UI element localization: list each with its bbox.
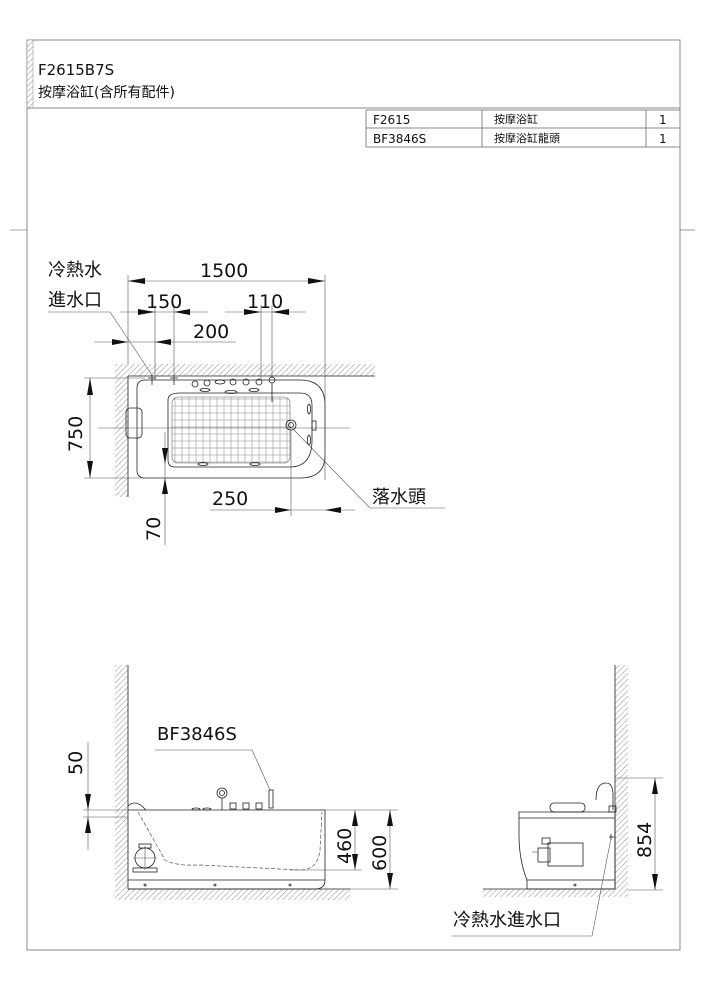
dim-width: 750 [65, 416, 87, 452]
dim-edge-offset: 70 [143, 517, 165, 541]
part-code: F2615 [373, 113, 410, 127]
plan-view: 1500 150 110 200 冷熱水 進水口 750 70 [48, 260, 445, 545]
back-wall [115, 364, 375, 376]
tub-outline [136, 379, 326, 479]
dim-rim: 50 [65, 751, 87, 775]
header-accent-bar [26, 39, 34, 109]
anti-slip-grid [171, 396, 291, 464]
tub-side-outline [128, 809, 326, 890]
floor [483, 889, 628, 897]
part-qty: 1 [659, 113, 667, 127]
dim-inlet-spacing: 150 [146, 291, 182, 313]
tub-end-outline [518, 811, 616, 890]
sheet-frame [26, 39, 681, 951]
part-qty: 1 [659, 132, 667, 146]
faucet-label: BF3846S [157, 724, 237, 745]
dim-inlet-height: 854 [634, 822, 656, 858]
part-name: 按摩浴缸龍頭 [494, 131, 560, 145]
side-wall [115, 364, 128, 497]
headrest [125, 407, 143, 439]
pump-motor [132, 843, 158, 873]
pump-motor [532, 837, 584, 867]
parts-table: F2615 按摩浴缸 1 BF3846S 按摩浴缸龍頭 1 [365, 109, 680, 148]
dim-depth: 460 [334, 828, 356, 864]
tub-basin-hidden-line [137, 811, 323, 871]
dim-inlet-offset: 200 [193, 321, 229, 343]
dim-length: 1500 [200, 260, 248, 282]
inlet-label-line2: 進水口 [48, 290, 102, 311]
part-code: BF3846S [373, 132, 426, 146]
inlet-label-line1: 冷熱水 [48, 260, 102, 281]
dim-height: 600 [369, 835, 391, 871]
floor [115, 889, 350, 900]
dim-drain-offset: 250 [212, 488, 248, 510]
part-name: 按摩浴缸 [494, 112, 538, 126]
side-view: BF3846S 50 460 600 [65, 665, 398, 900]
end-inlet-label: 冷熱水進水口 [453, 910, 561, 931]
product-description: 按摩浴缸(含所有配件) [38, 84, 175, 101]
end-view: 854 冷熱水進水口 [452, 665, 663, 937]
faucet-set [143, 787, 292, 887]
headrest [549, 802, 586, 813]
side-wall [115, 665, 128, 900]
spout [595, 782, 614, 810]
drain-label: 落水頭 [372, 487, 426, 508]
dim-faucet-offset: 110 [247, 291, 283, 313]
wall [615, 665, 628, 897]
model-number: F2615B7S [38, 61, 114, 79]
